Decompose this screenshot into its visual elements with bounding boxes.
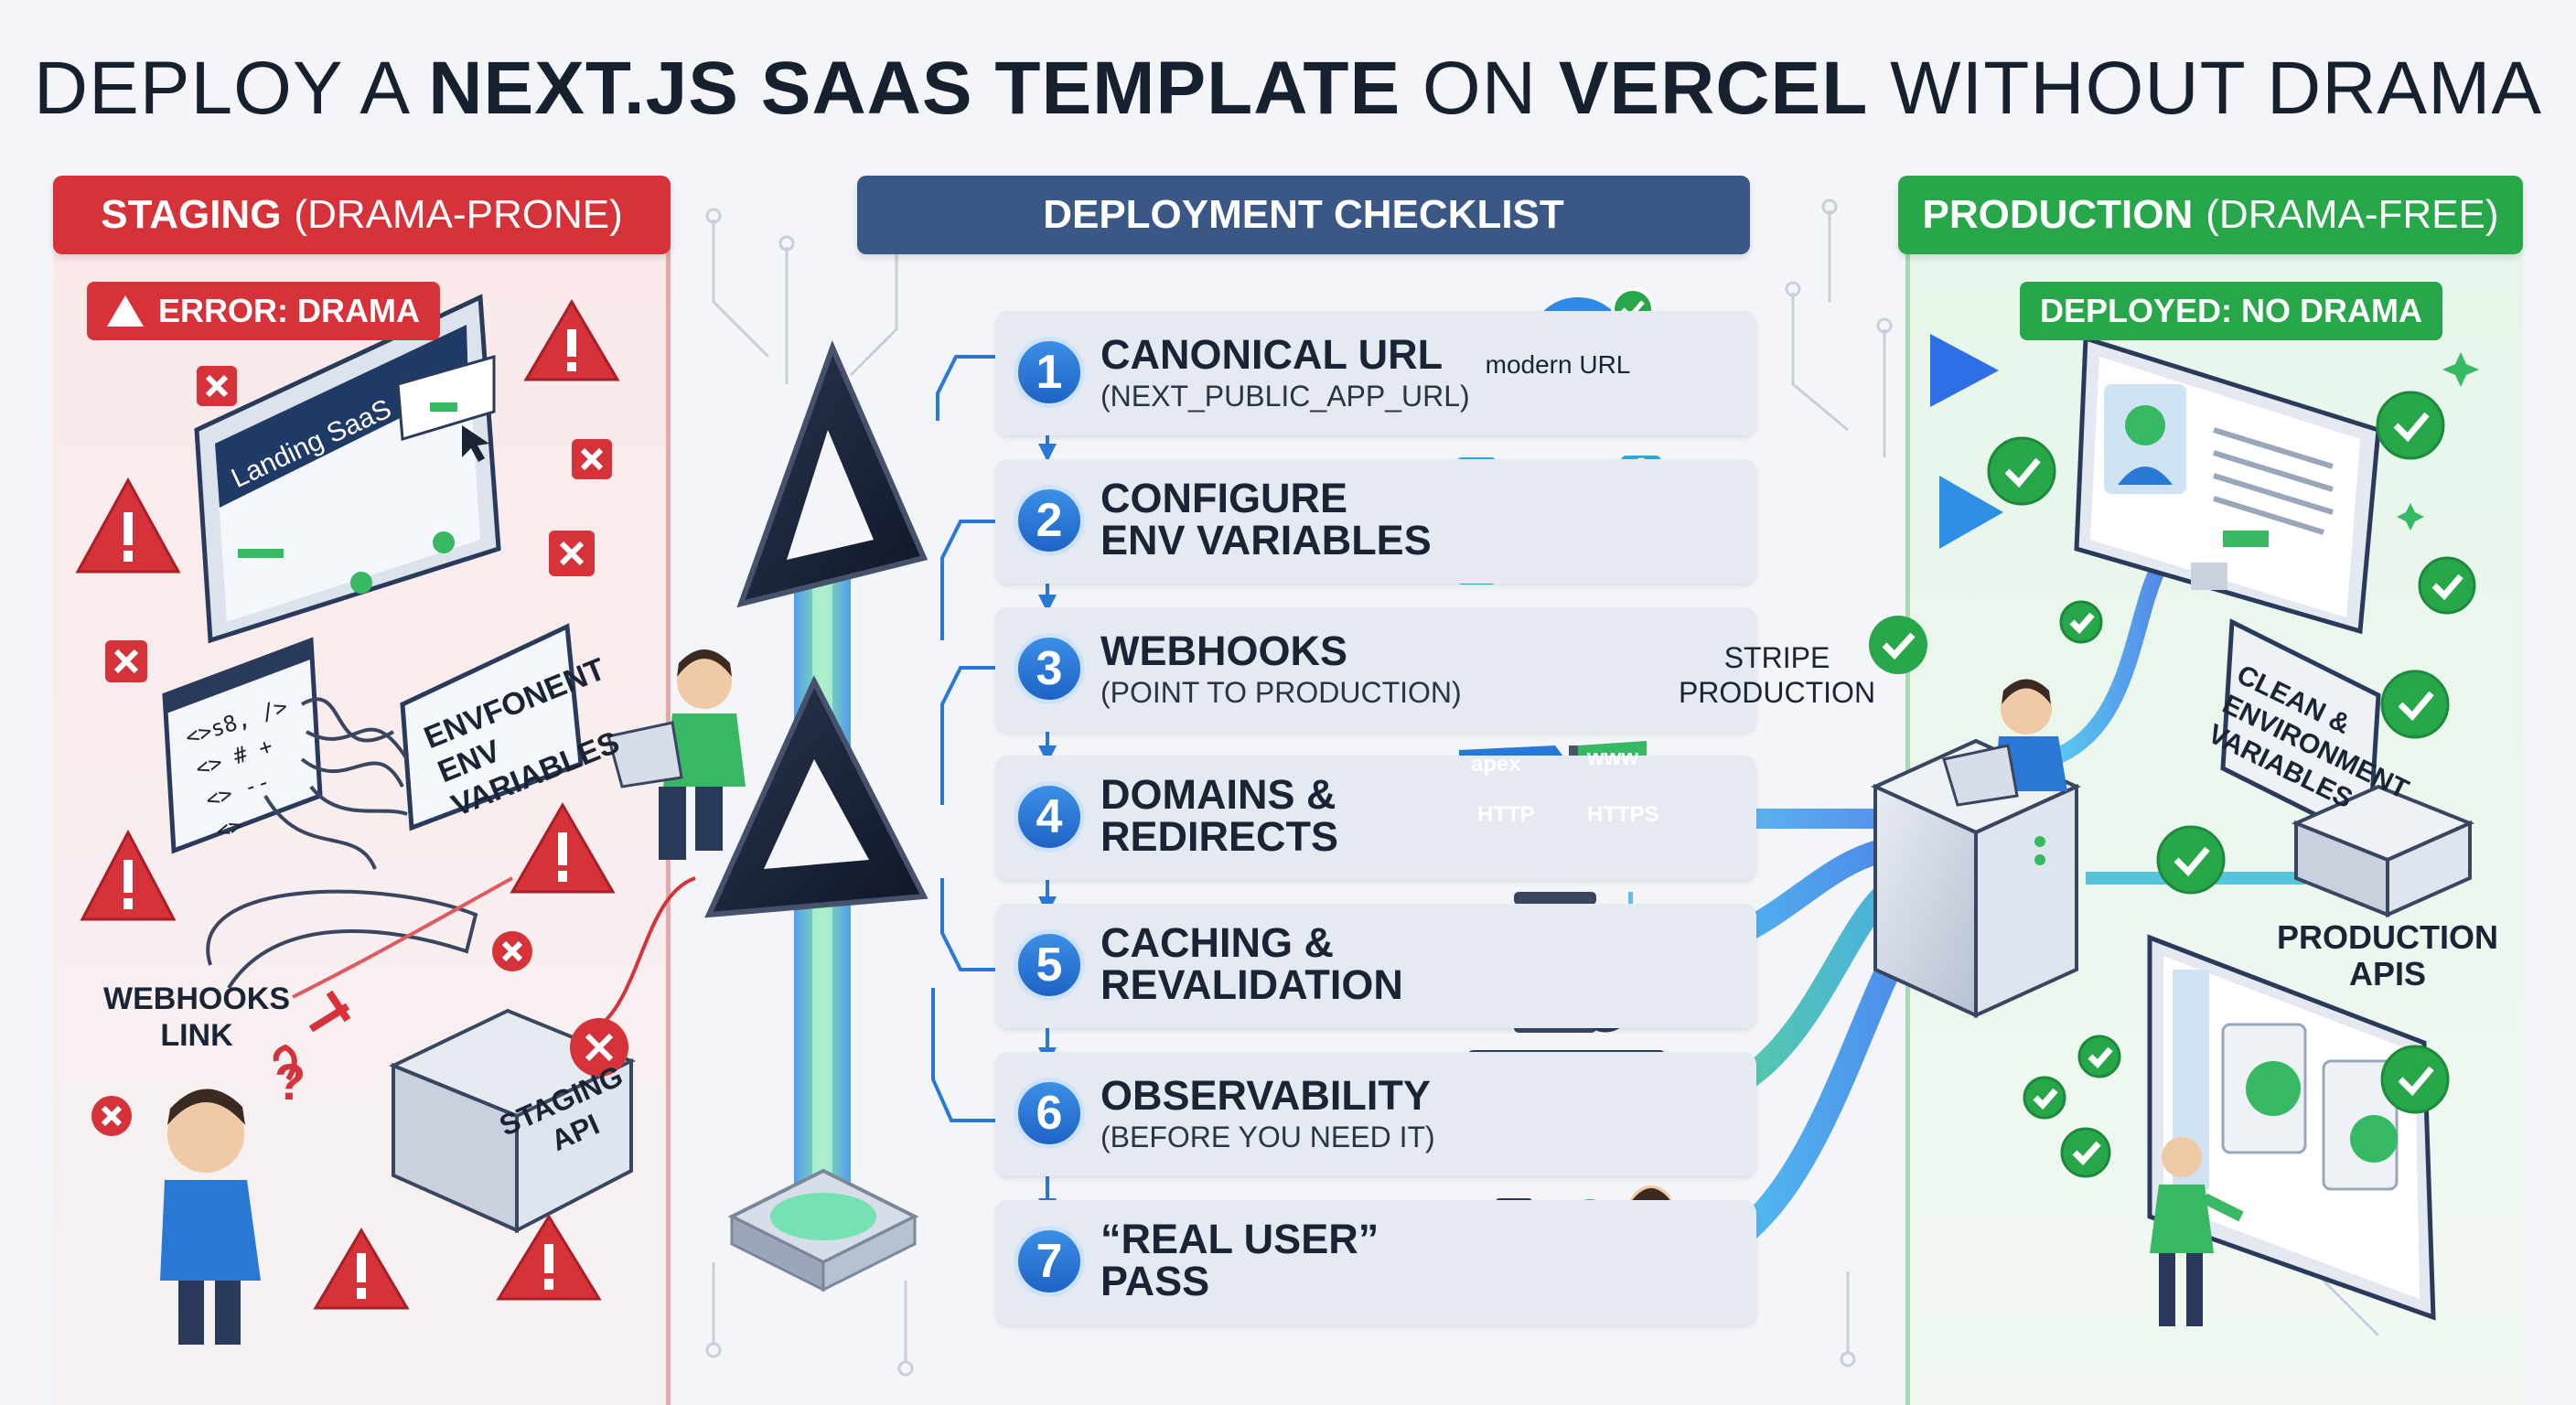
checklist-step-1: 1 CANONICAL URL (NEXT_PUBLIC_APP_URL) [995, 311, 1756, 435]
sign-http: HTTP [1477, 802, 1535, 827]
error-badge-text: ERROR: DRAMA [158, 292, 420, 329]
step-number: 5 [1014, 929, 1085, 1001]
step-title: CONFIGURE ENV VARIABLES [1100, 475, 1432, 563]
production-server [1871, 738, 2081, 1019]
step-subtitle: (BEFORE YOU NEED IT) [1100, 1121, 1435, 1153]
page-title: DEPLOY A NEXT.JS SAAS TEMPLATE ON VERCEL… [0, 46, 2576, 132]
step-subtitle: (POINT TO PRODUCTION) [1100, 676, 1462, 709]
staging-header: STAGING (DRAMA-PRONE) [53, 176, 671, 254]
step-number: 4 [1014, 781, 1085, 853]
staging-header-rest: (DRAMA-PRONE) [294, 192, 623, 237]
step-title: DOMAINS & REDIRECTS [1100, 771, 1339, 860]
production-header-rest: (DRAMA-FREE) [2206, 192, 2499, 237]
checklist-step-5: 5 CACHING & REVALIDATION [995, 904, 1756, 1028]
env-note [400, 623, 584, 831]
step-number: 6 [1014, 1078, 1085, 1149]
sign-https: HTTPS [1587, 802, 1659, 827]
step-number: 1 [1014, 337, 1085, 408]
step-subtitle: (NEXT_PUBLIC_APP_URL) [1100, 380, 1470, 413]
sparkle-icon [2397, 352, 2479, 531]
webhooks-link-label: WEBHOOKS LINK [103, 981, 290, 1053]
step-title: CANONICAL URL [1100, 331, 1444, 378]
sign-apex: apex [1471, 752, 1521, 777]
checklist-step-2: 2 CONFIGURE ENV VARIABLES [995, 459, 1756, 584]
production-apis-label: PRODUCTION APIS [2277, 918, 2498, 992]
production-developer [1942, 679, 2067, 807]
vercel-triangle-icon [736, 339, 928, 608]
deployed-badge-text: DEPLOYED: NO DRAMA [2040, 292, 2423, 329]
title-text: DEPLOY A [33, 47, 429, 130]
stripe-production-label: STRIPE PRODUCTION [1678, 641, 1876, 709]
step-number: 2 [1014, 485, 1085, 556]
error-badge: ERROR: DRAMA [87, 282, 440, 340]
vercel-triangle-icon [704, 675, 928, 918]
production-monitor [2074, 335, 2381, 635]
step-number: 3 [1014, 633, 1085, 704]
title-text-bold: VERCEL [1558, 47, 1869, 130]
checklist-header: DEPLOYMENT CHECKLIST [857, 176, 1750, 254]
warning-icon [107, 295, 144, 327]
url-pill-label: modern URL [1485, 350, 1631, 379]
title-text: WITHOUT DRAMA [1868, 47, 2543, 130]
developer-laptop [606, 649, 746, 860]
title-text: ON [1401, 47, 1559, 130]
production-header: PRODUCTION (DRAMA-FREE) [1898, 176, 2523, 254]
checklist-step-6: 6 OBSERVABILITY (BEFORE YOU NEED IT) [995, 1052, 1756, 1176]
step-title: WEBHOOKS [1100, 627, 1347, 674]
checklist-header-text: DEPLOYMENT CHECKLIST [1043, 192, 1564, 237]
step-number: 7 [1014, 1226, 1085, 1297]
staging-header-bold: STAGING [101, 192, 282, 237]
step-title: OBSERVABILITY [1100, 1072, 1431, 1119]
production-header-bold: PRODUCTION [1922, 192, 2194, 237]
step-title: CACHING & REVALIDATION [1100, 919, 1403, 1008]
check-icon [1987, 391, 2476, 1178]
checklist-step-4: 4 DOMAINS & REDIRECTS [995, 756, 1756, 880]
deployed-badge: DEPLOYED: NO DRAMA [2020, 282, 2443, 340]
production-api-device [2291, 784, 2475, 918]
checklist-step-3: 3 WEBHOOKS (POINT TO PRODUCTION) [995, 607, 1756, 732]
step-title: “REAL USER” PASS [1100, 1216, 1379, 1304]
sign-www: www [1587, 745, 1639, 770]
presenter-person [2150, 1137, 2244, 1326]
confused-developer [160, 1089, 261, 1345]
title-text-bold: NEXT.JS SAAS TEMPLATE [428, 47, 1401, 130]
production-app-monitor [2147, 934, 2436, 1321]
question-mark: ? [274, 1053, 306, 1110]
checklist-step-7: 7 “REAL USER” PASS [995, 1200, 1756, 1325]
staging-api-server [389, 1008, 636, 1234]
staging-monitor [194, 294, 501, 644]
